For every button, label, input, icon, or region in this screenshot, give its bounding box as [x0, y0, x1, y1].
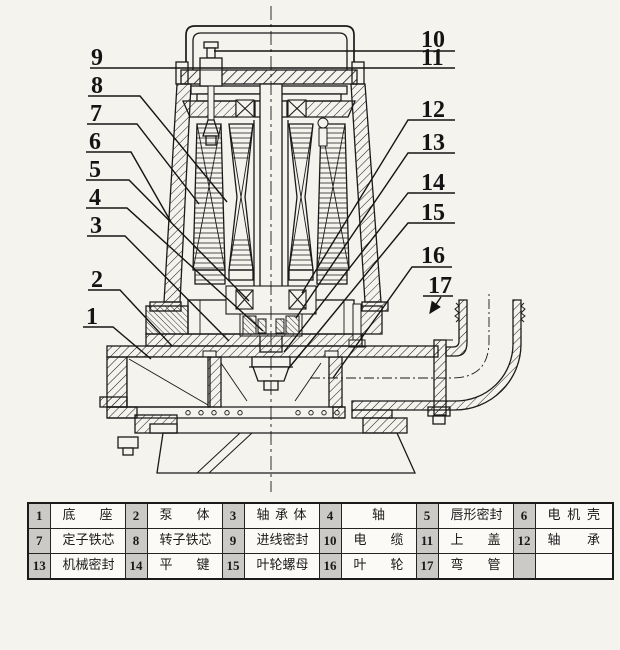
part-name-cell: 轴 — [340, 502, 417, 529]
discharge-elbow — [310, 292, 526, 434]
pipe-centerline — [310, 292, 490, 379]
part-name-cell: 平键 — [146, 553, 223, 580]
callout-leader-c16 — [332, 266, 452, 379]
suction-plate — [106, 406, 346, 419]
callout-leader-c13 — [295, 152, 455, 319]
part-number-cell: 16 — [318, 553, 342, 580]
callout-number-c8: 8 — [91, 73, 103, 99]
callout-number-c10: 10 — [421, 27, 445, 53]
winding-lead-terminal — [317, 117, 329, 147]
part-name-cell: 底座 — [49, 502, 126, 529]
part-name-cell: 唇形密封 — [437, 502, 514, 529]
callout-leader-c2 — [88, 289, 173, 347]
callout-number-c1: 1 — [86, 304, 98, 330]
part-name-cell: 电缆 — [340, 528, 417, 554]
callout-number-c13: 13 — [421, 130, 445, 156]
part-name-cell: 机械密封 — [49, 553, 126, 580]
callout-number-c7: 7 — [90, 101, 102, 127]
part-number-cell: 11 — [415, 528, 439, 554]
callout-number-c15: 15 — [421, 200, 445, 226]
callout-leader-c14 — [283, 192, 455, 353]
part-number-cell — [512, 553, 536, 580]
callout-number-c4: 4 — [89, 185, 101, 211]
part-number-cell: 6 — [512, 502, 536, 529]
part-name-cell: 叶轮 — [340, 553, 417, 580]
callout-number-c3: 3 — [90, 213, 102, 239]
lifting-handle — [185, 25, 355, 70]
part-name-cell: 转子铁芯 — [146, 528, 223, 554]
callout-leader-c12 — [301, 119, 455, 294]
part-number-cell: 10 — [318, 528, 342, 554]
part-number-cell: 7 — [27, 528, 51, 554]
part-name-cell: 弯管 — [437, 553, 514, 580]
callout-number-c11: 11 — [421, 45, 444, 71]
part-number-cell: 17 — [415, 553, 439, 580]
part-name-cell: 定子铁芯 — [49, 528, 126, 554]
callout-leader-c3 — [87, 235, 230, 342]
callout-number-c16: 16 — [421, 243, 445, 269]
callout-leader-c7 — [87, 123, 200, 205]
part-number-cell: 8 — [124, 528, 148, 554]
callout-leader-c8 — [88, 95, 228, 203]
part-name-cell: 泵体 — [146, 502, 223, 529]
part-name-cell: 轴承体 — [243, 502, 320, 529]
callout-number-c17: 17 — [428, 273, 452, 299]
base — [99, 396, 417, 474]
callout-arrow-c17 — [429, 296, 442, 315]
callout-leader-c5 — [86, 179, 250, 302]
part-number-cell: 13 — [27, 553, 51, 580]
part-number-cell: 3 — [221, 502, 245, 529]
callout-leader-c1 — [83, 326, 152, 360]
part-name-cell: 上盖 — [437, 528, 514, 554]
part-number-cell: 9 — [221, 528, 245, 554]
part-number-cell: 12 — [512, 528, 536, 554]
callout-leader-c4 — [86, 207, 264, 332]
part-number-cell: 1 — [27, 502, 51, 529]
part-number-cell: 15 — [221, 553, 245, 580]
part-number-cell: 2 — [124, 502, 148, 529]
pump-drawing — [99, 6, 526, 492]
callout-number-c6: 6 — [89, 129, 101, 155]
part-number-cell: 14 — [124, 553, 148, 580]
callout-number-c14: 14 — [421, 170, 445, 196]
part-name-cell: 轴承 — [534, 528, 614, 554]
callout-number-c12: 12 — [421, 97, 445, 123]
part-name-cell: 叶轮螺母 — [243, 553, 320, 580]
callout-number-c2: 2 — [91, 267, 103, 293]
part-number-cell: 4 — [318, 502, 342, 529]
part-name-cell — [534, 553, 614, 580]
callout-number-c9: 9 — [91, 45, 103, 71]
callout-number-c5: 5 — [89, 157, 101, 183]
cover-bolts — [235, 99, 307, 118]
part-name-cell: 进线密封 — [243, 528, 320, 554]
part-name-cell: 电机壳 — [534, 502, 614, 529]
part-number-cell: 5 — [415, 502, 439, 529]
callout-leader-c6 — [86, 151, 172, 223]
callout-leader-c15 — [287, 222, 455, 370]
